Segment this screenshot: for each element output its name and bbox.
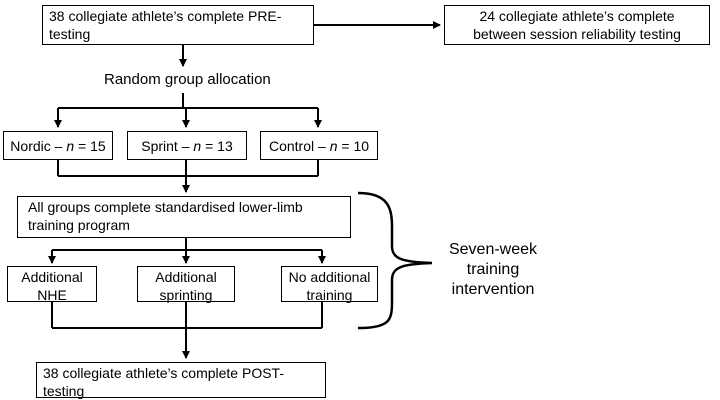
additional-nhe-box: Additional NHE <box>7 266 97 303</box>
random-allocation-label: Random group allocation <box>104 71 271 88</box>
group-count: 13 <box>217 138 233 154</box>
group-dash: – <box>314 138 330 154</box>
group-count: 15 <box>90 138 106 154</box>
group-box-sprint: Sprint – n = 13 <box>127 131 247 160</box>
n-symbol: n <box>329 138 338 154</box>
group-dash: – <box>50 138 67 154</box>
n-symbol: n <box>193 138 202 154</box>
additional-sprinting-box: Additional sprinting <box>137 266 235 303</box>
post-testing-box: 38 collegiate athlete’s complete POST- t… <box>36 362 326 399</box>
group-box-nordic: Nordic – n = 15 <box>3 131 113 160</box>
group-name: Control <box>268 138 315 154</box>
group-equals: = <box>74 138 91 154</box>
group-count: 10 <box>353 138 370 154</box>
n-symbol: n <box>66 138 75 154</box>
group-box-control: Control – n = 10 <box>260 131 378 160</box>
group-dash: – <box>177 138 194 154</box>
reliability-testing-box: 24 collegiate athlete’s complete between… <box>444 5 710 45</box>
standardised-program-box: All groups complete standardised lower-l… <box>17 196 351 238</box>
no-additional-training-box: No additional training <box>281 266 378 303</box>
group-equals: = <box>337 138 354 154</box>
pre-testing-box: 38 collegiate athlete’s complete PRE- te… <box>42 5 314 45</box>
group-equals: = <box>201 138 218 154</box>
intervention-brace <box>357 191 433 330</box>
group-name: Nordic <box>10 138 51 154</box>
group-name: Sprint <box>141 138 178 154</box>
intervention-label: Seven-week training intervention <box>448 241 538 298</box>
